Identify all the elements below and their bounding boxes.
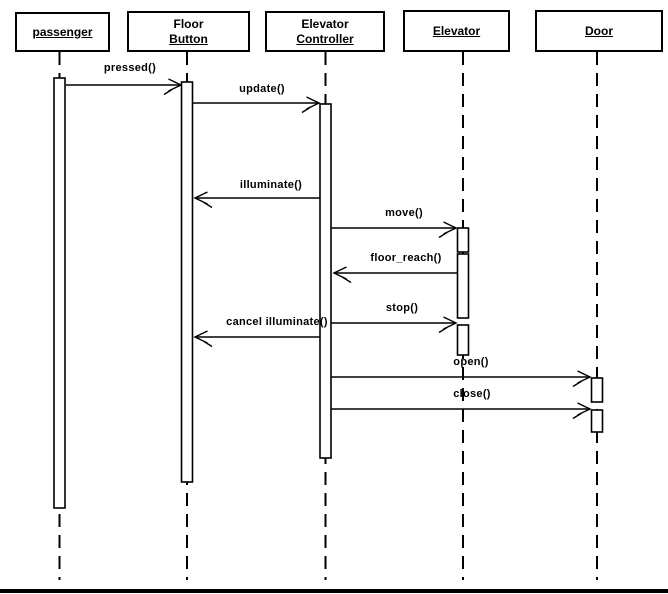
participant-name-line1: Floor (173, 16, 204, 31)
message-arrow-illuminate (193, 191, 320, 209)
participant-box-floor-button: Floor Button (127, 11, 250, 52)
participant-box-door: Door (535, 10, 663, 52)
participant-box-elevator: Elevator (403, 10, 510, 52)
participant-name: passenger (32, 24, 93, 39)
participant-name: Door (585, 23, 613, 38)
message-label-cancel-illuminate: cancel illuminate() (226, 316, 328, 328)
participant-name-line2: Controller (296, 31, 354, 46)
participant-box-elevator-controller: Elevator Controller (265, 11, 385, 52)
participant-name: Elevator (432, 23, 481, 38)
message-label-update: update() (239, 83, 285, 95)
message-arrow-cancel-illuminate (193, 330, 320, 348)
message-label-pressed: pressed() (103, 62, 157, 74)
message-arrow-close (331, 402, 592, 420)
message-arrow-floor-reach (332, 266, 457, 284)
activation-elevator-controller (319, 103, 332, 459)
message-arrow-open (331, 370, 592, 388)
message-label-open: open() (453, 356, 489, 368)
message-arrow-move (331, 221, 458, 239)
message-label-move: move() (385, 207, 423, 219)
participant-name-line2: Button (169, 31, 208, 46)
message-arrow-stop (331, 316, 458, 334)
message-arrow-pressed (66, 78, 183, 96)
activation-elevator-stop (456, 324, 470, 356)
activation-elevator-floor-reach (456, 253, 470, 319)
activation-door-open (590, 377, 604, 403)
participant-box-passenger: passenger (15, 12, 110, 52)
message-label-floor-reach: floor_reach() (370, 252, 442, 264)
activation-door-close (590, 409, 604, 433)
message-arrow-update (193, 96, 321, 114)
activation-passenger (53, 77, 66, 509)
message-label-stop: stop() (385, 302, 419, 314)
participant-name-line1: Elevator (301, 16, 349, 31)
message-label-close: close() (453, 388, 491, 400)
bottom-border-line (0, 589, 668, 593)
message-label-illuminate: illuminate() (239, 179, 303, 191)
activation-floor-button (180, 81, 194, 483)
activation-elevator-move (456, 227, 470, 253)
